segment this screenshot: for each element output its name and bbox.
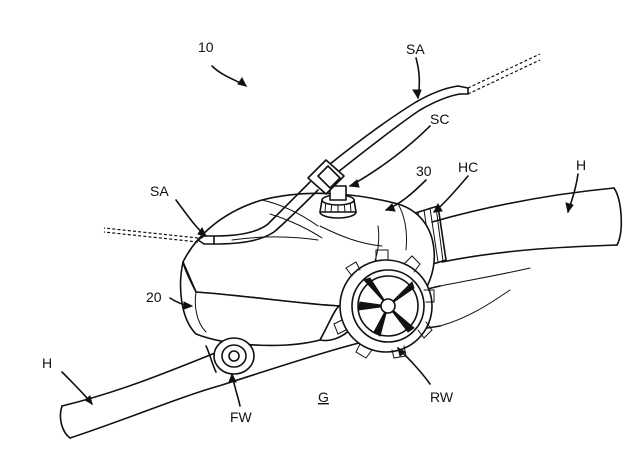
label-sprinkler-arm-left: SA xyxy=(150,183,169,199)
label-ground: G xyxy=(318,389,329,405)
label-front-wheel: FW xyxy=(230,409,253,425)
label-swivel-connector: SC xyxy=(430,111,449,127)
label-hose-left: H xyxy=(42,355,52,371)
label-sprinkler-arm-top: SA xyxy=(406,41,425,57)
label-ref-30: 30 xyxy=(416,163,432,179)
front-wheel xyxy=(206,338,254,374)
label-ref-10: 10 xyxy=(198,39,214,55)
label-ref-20: 20 xyxy=(146,289,162,305)
label-hose-coupling: HC xyxy=(458,159,478,175)
label-rear-wheel: RW xyxy=(430,389,454,405)
label-hose-right: H xyxy=(576,157,586,173)
hose-right xyxy=(432,188,621,262)
